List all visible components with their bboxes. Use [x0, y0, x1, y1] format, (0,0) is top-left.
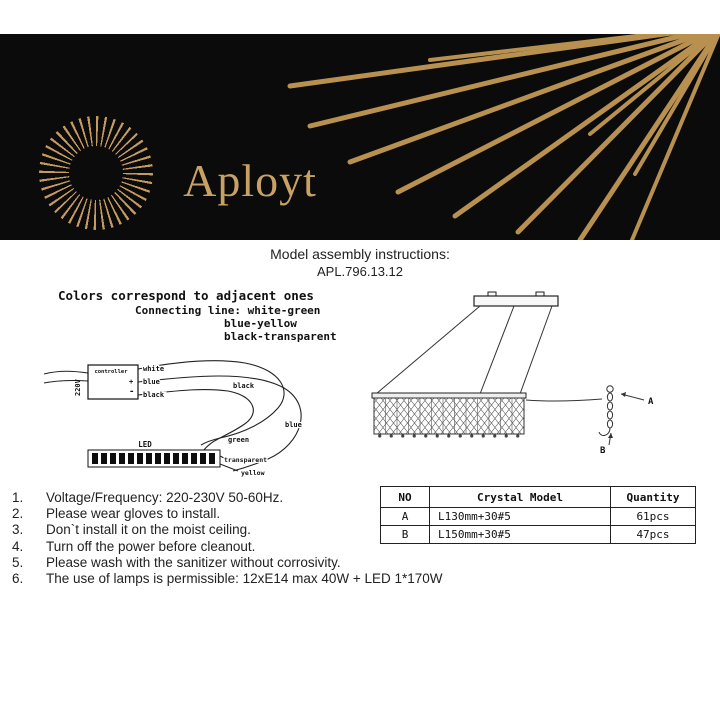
wiring-diagram: 220V controller + - white blue black bla… — [43, 360, 303, 478]
brand-logo-text: Aployt — [183, 155, 317, 206]
note-text: Turn off the power before cleanout. — [46, 538, 256, 554]
wire-label-black: black — [143, 391, 165, 399]
controller-box: controller + - — [87, 364, 139, 400]
wire-label-white: white — [143, 365, 164, 373]
note-item: 6. The use of lamps is permissible: 12xE… — [8, 571, 568, 587]
curve-label-black: black — [233, 382, 255, 390]
note-text: Please wash with the sanitizer without c… — [46, 554, 341, 570]
note-text: Don`t install it on the moist ceiling. — [46, 522, 251, 538]
note-text: Please wear gloves to install. — [46, 506, 221, 522]
corner-rays-decoration — [287, 34, 720, 240]
voltage-label: 220V — [74, 378, 82, 396]
detail-label-b: B — [600, 446, 606, 456]
note-item: 1. Voltage/Frequency: 220-230V 50-60Hz. — [8, 490, 568, 506]
wiring-heading: Colors correspond to adjacent ones — [58, 288, 314, 303]
strip-label-transparent: transparent — [224, 456, 267, 464]
header-model: Crystal Model — [429, 486, 611, 508]
cell-model: L150mm+30#5 — [429, 525, 611, 544]
minus-symbol: - — [129, 387, 134, 397]
curve-label-green: green — [228, 436, 249, 444]
note-item: 3. Don`t install it on the moist ceiling… — [8, 522, 568, 538]
table-header-row: NO Crystal Model Quantity — [380, 486, 696, 508]
strip-label-yellow: yellow — [241, 469, 265, 477]
connecting-line-3: black-transparent — [224, 330, 337, 343]
page-title: Model assembly instructions: — [270, 246, 450, 262]
cell-qty: 61pcs — [610, 507, 696, 526]
starburst-icon — [39, 116, 153, 230]
note-text: The use of lamps is permissible: 12xE14 … — [46, 570, 443, 586]
wire-label-blue: blue — [143, 378, 160, 386]
brand-header: Aployt — [0, 34, 720, 240]
chandelier-drawing: A B — [371, 291, 654, 456]
note-number: 2. — [12, 506, 24, 522]
note-item: 5. Please wash with the sanitizer withou… — [8, 555, 568, 571]
instruction-notes: 1. Voltage/Frequency: 220-230V 50-60Hz. … — [8, 490, 568, 587]
controller-label: controller — [94, 369, 128, 375]
cell-qty: 47pcs — [610, 525, 696, 544]
model-code: APL.796.13.12 — [316, 264, 404, 279]
suspension-cables — [375, 305, 553, 395]
note-text: Voltage/Frequency: 220-230V 50-60Hz. — [46, 490, 284, 505]
crystal-bar — [371, 392, 527, 438]
header-quantity: Quantity — [610, 486, 696, 508]
note-number: 1. — [12, 490, 24, 505]
input-wires — [43, 370, 89, 384]
led-label: LED — [138, 440, 152, 449]
note-number: 3. — [12, 522, 24, 538]
note-number: 4. — [12, 538, 24, 554]
detail-label-a: A — [648, 397, 654, 407]
led-strip: LED — [87, 440, 239, 472]
crystal-model-table: NO Crystal Model Quantity A L130mm+30#5 … — [380, 486, 696, 544]
ceiling-canopy — [473, 291, 559, 307]
connection-wires — [137, 360, 302, 472]
attachment-detail — [525, 385, 645, 446]
table-row: B L150mm+30#5 47pcs — [380, 525, 696, 544]
connecting-line-2: blue-yellow — [224, 317, 297, 330]
note-number: 5. — [12, 554, 24, 570]
plus-symbol: + — [129, 378, 133, 386]
curve-label-blue: blue — [285, 421, 302, 429]
connecting-line-1: Connecting line: white-green — [135, 304, 321, 317]
note-item: 4. Turn off the power before cleanout. — [8, 539, 568, 555]
note-item: 2. Please wear gloves to install. — [8, 506, 568, 522]
note-number: 6. — [12, 570, 24, 586]
